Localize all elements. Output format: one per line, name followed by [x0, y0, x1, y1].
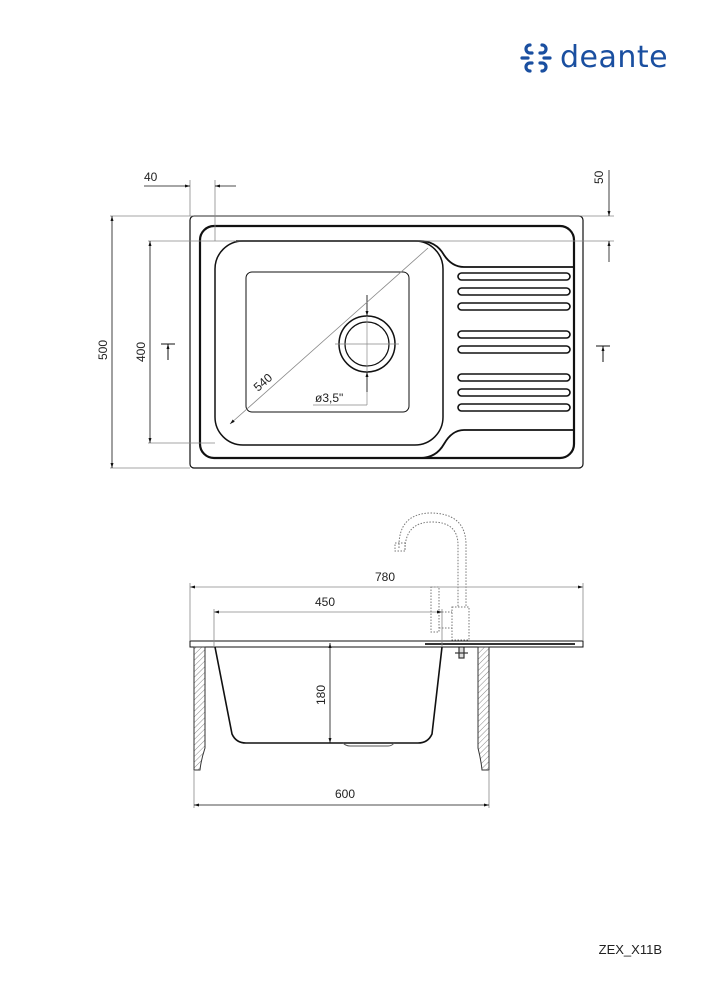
cabinet-width-label: 600 — [335, 787, 355, 801]
drain-diameter-label: ø3,5" — [315, 391, 343, 405]
bowl-height-label: 180 — [314, 685, 328, 705]
sink-rim-side — [189, 640, 584, 648]
top-view: ø3,5" 540 40 50 500 — [96, 170, 614, 469]
section-marker-left — [161, 343, 175, 360]
product-code: ZEX_X11B — [598, 942, 662, 957]
brand-logo: deante — [518, 40, 668, 75]
rim-offset-top-label: 50 — [592, 170, 606, 184]
bowl-depth-label: 400 — [134, 342, 148, 362]
section-marker-right — [596, 345, 610, 362]
bowl-profile — [214, 646, 443, 744]
faucet-outline — [394, 512, 470, 641]
bowl-floor — [245, 271, 410, 413]
drainboard-grooves — [457, 272, 571, 412]
total-width-label: 780 — [375, 570, 395, 584]
deante-logo-icon — [520, 42, 552, 73]
side-view: 780 450 180 600 — [189, 512, 584, 808]
brand-name: deante — [560, 40, 669, 75]
bowl-diagonal-label: 540 — [251, 370, 276, 394]
cabinet-wall-right — [477, 646, 490, 771]
bowl-width-label: 450 — [315, 595, 335, 609]
cabinet-wall-left — [193, 646, 206, 771]
rim-offset-left-label: 40 — [144, 170, 158, 184]
sink-inner-rim — [198, 224, 576, 460]
drainboard-side — [425, 643, 575, 645]
total-depth-label: 500 — [96, 340, 110, 360]
